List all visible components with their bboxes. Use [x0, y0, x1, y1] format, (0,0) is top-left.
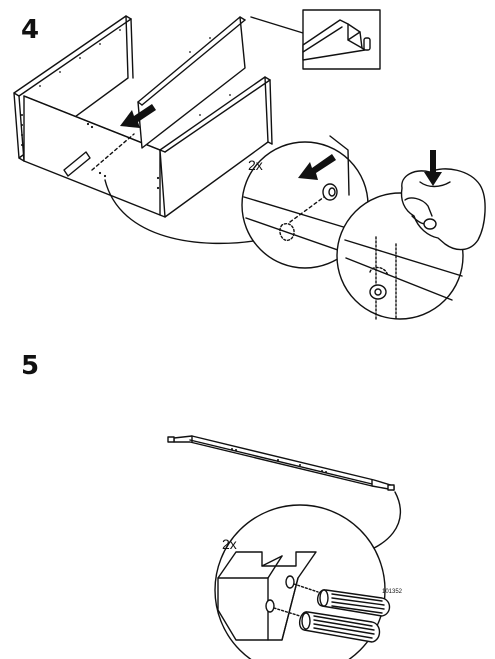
hand-thumb	[423, 218, 437, 230]
panel-edge	[18, 18, 132, 97]
push-arrow-icon	[298, 154, 336, 180]
detail-circle-dowels	[214, 504, 391, 659]
panel-edge	[159, 149, 166, 153]
callout-edge	[302, 26, 343, 53]
callout-knob	[363, 37, 371, 51]
dowel-icon	[298, 611, 381, 643]
step-number: 5	[21, 351, 40, 381]
dowel-icon	[316, 589, 391, 617]
callout-leader	[250, 16, 304, 34]
panel-edge	[164, 79, 271, 153]
guide-line	[91, 133, 135, 171]
dowel-groove	[331, 597, 385, 606]
dowel-groove	[313, 615, 373, 627]
dowel-end	[328, 187, 336, 197]
drawer-rail-pin	[63, 151, 91, 177]
quantity-label: 2x	[222, 536, 237, 552]
hole-dots	[21, 29, 231, 190]
panel-edge	[18, 95, 25, 162]
arrow-icon	[120, 104, 156, 128]
rail-holes	[231, 448, 327, 473]
board-edge	[344, 239, 463, 277]
dowel-groove	[313, 623, 375, 635]
article-number: 101352	[382, 589, 403, 595]
panel-edge	[264, 76, 271, 81]
block-edge	[261, 555, 283, 567]
block-edge	[267, 555, 283, 579]
panel-edge	[141, 19, 246, 106]
panel-edge	[239, 16, 246, 21]
wood-block	[217, 551, 317, 641]
hole-outline	[279, 223, 295, 242]
dowel-end	[301, 612, 311, 630]
dowel-groove	[313, 619, 375, 631]
quantity-label: 2x	[248, 157, 263, 173]
step-number: 4	[21, 15, 40, 45]
push-arrow-icon	[424, 150, 442, 186]
rail-edge	[189, 439, 373, 485]
hand-finger	[404, 197, 433, 217]
panel-edge	[137, 101, 143, 106]
dowel-groove	[331, 601, 385, 610]
panel-edge	[18, 157, 25, 162]
dowel-end	[319, 589, 329, 607]
callout-edge	[347, 39, 363, 49]
step5-rail-assembly	[167, 435, 402, 659]
guide-line	[289, 196, 325, 223]
panel-edge	[23, 95, 161, 151]
callout-edge	[347, 23, 361, 33]
rail-end	[387, 484, 395, 491]
detail-leader	[104, 179, 261, 245]
board-edge	[243, 196, 361, 233]
panel-edge	[267, 141, 273, 145]
guide-line	[273, 607, 301, 617]
block-edge	[281, 577, 299, 641]
detail-callout-box	[250, 9, 381, 70]
panel-edge	[13, 92, 20, 97]
dowel-groove	[331, 593, 383, 602]
dowel-groove	[331, 605, 383, 614]
dowel-hole	[285, 575, 295, 589]
board-edge	[329, 135, 350, 196]
panel-edge	[130, 18, 134, 79]
hole-outline	[369, 266, 389, 277]
step4-drawer-assembly	[13, 9, 486, 321]
panel-edge	[269, 79, 273, 145]
dowel-end	[374, 288, 382, 296]
board-edge	[345, 257, 453, 301]
panel-edge	[159, 214, 166, 218]
hand-icon	[400, 168, 486, 251]
drawer-bottom-panel	[137, 16, 246, 149]
hand-finger	[419, 181, 451, 188]
dowel-hole	[265, 599, 275, 613]
panel-edge	[125, 15, 132, 20]
rail-end	[167, 436, 175, 443]
guide-line	[293, 583, 319, 593]
dowel-groove	[313, 627, 373, 639]
